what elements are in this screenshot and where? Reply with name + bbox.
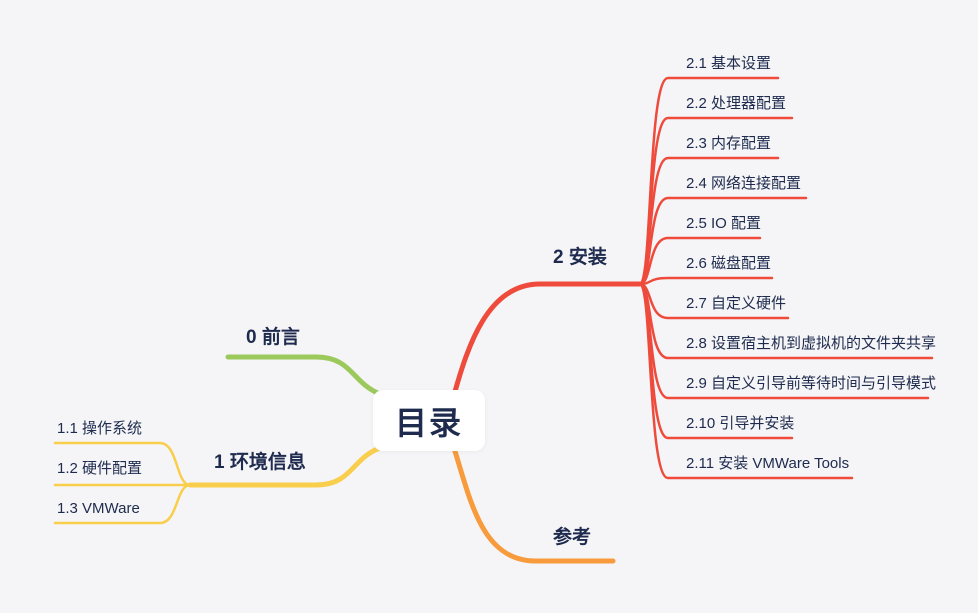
subbranch-line-env-3 xyxy=(53,483,192,525)
subtopic-label-install-8[interactable]: 2.8 设置宿主机到虚拟机的文件夹共享 xyxy=(686,335,937,352)
subbranch-line-install-6 xyxy=(638,276,774,286)
branch-line-install xyxy=(451,281,643,398)
branch-line-environment xyxy=(187,445,383,488)
subtopic-label-install-4[interactable]: 2.4 网络连接配置 xyxy=(686,175,802,192)
subtopic-label-env-1[interactable]: 1.1 操作系统 xyxy=(57,420,143,437)
subbranch-line-install-11 xyxy=(638,282,854,480)
subtopic-label-install-11[interactable]: 2.11 安装 VMWare Tools xyxy=(686,455,850,472)
subtopic-label-install-9[interactable]: 2.9 自定义引导前等待时间与引导模式 xyxy=(686,375,937,392)
branch-label-install[interactable]: 2 安装 xyxy=(553,247,607,268)
branch-line-reference xyxy=(451,445,616,564)
subtopic-label-env-2[interactable]: 1.2 硬件配置 xyxy=(57,460,143,477)
branch-label-reference[interactable]: 参考 xyxy=(553,527,592,548)
subtopic-label-install-5[interactable]: 2.5 IO 配置 xyxy=(686,215,762,232)
subtopic-label-install-7[interactable]: 2.7 自定义硬件 xyxy=(686,295,787,312)
central-topic-label: 目录 xyxy=(394,404,463,441)
central-topic-node[interactable]: 目录 xyxy=(373,390,485,451)
subtopic-label-install-3[interactable]: 2.3 内存配置 xyxy=(686,135,772,152)
subbranch-line-install-5 xyxy=(638,236,762,286)
subtopic-label-install-1[interactable]: 2.1 基本设置 xyxy=(686,55,772,72)
subtopic-label-install-10[interactable]: 2.10 引导并安装 xyxy=(686,415,795,432)
subtopic-label-install-6[interactable]: 2.6 磁盘配置 xyxy=(686,255,772,272)
branch-label-environment[interactable]: 1 环境信息 xyxy=(214,452,306,473)
subbranch-line-env-1 xyxy=(53,441,192,487)
branch-label-preface[interactable]: 0 前言 xyxy=(246,327,300,348)
subtopic-label-env-3[interactable]: 1.3 VMWare xyxy=(57,500,140,517)
branch-line-preface xyxy=(225,354,383,397)
subtopic-label-install-2[interactable]: 2.2 处理器配置 xyxy=(686,95,787,112)
